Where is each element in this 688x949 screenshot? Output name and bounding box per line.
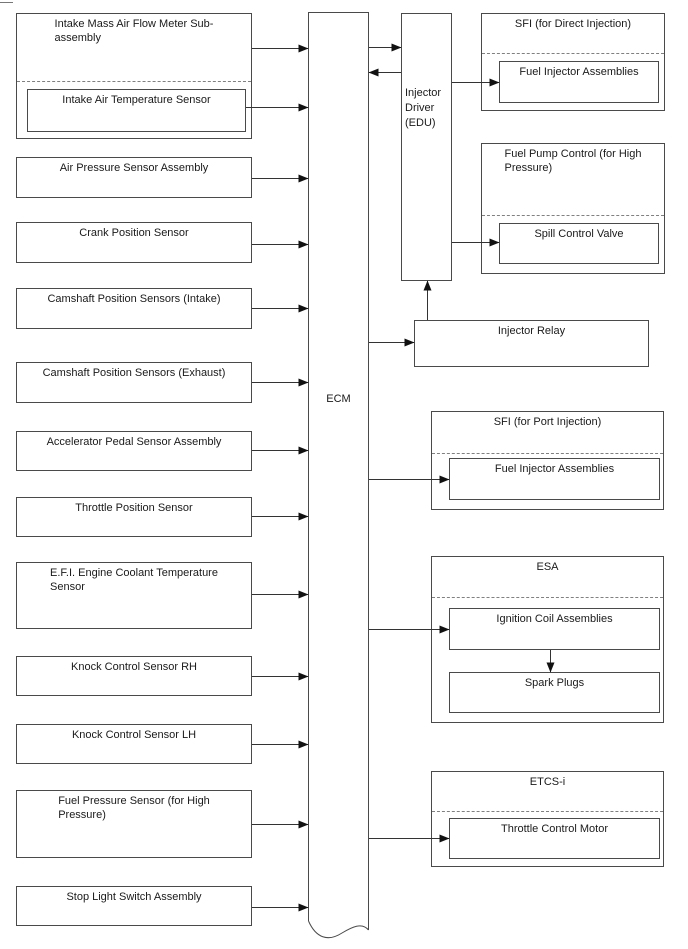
injector-driver-edu-label: Injector Driver (EDU) xyxy=(405,87,442,129)
dashed-divider xyxy=(432,597,663,598)
output-box-spark-plugs: Spark Plugs xyxy=(449,672,660,713)
output-box-sfi-direct: SFI (for Direct Injection) Fuel Injector… xyxy=(481,13,665,111)
output-label-fuel-injector-assemblies-direct: Fuel Injector Assemblies xyxy=(519,66,639,78)
output-label-spill-control-valve: Spill Control Valve xyxy=(534,228,624,240)
output-box-injector-relay: Injector Relay xyxy=(414,320,649,367)
input-label-intake-air-temp-sensor: Intake Air Temperature Sensor xyxy=(62,94,211,106)
output-label-fuel-injector-assemblies-port: Fuel Injector Assemblies xyxy=(494,463,615,475)
output-box-fuel-pump-control: Fuel Pump Control (for High Pressure) Sp… xyxy=(481,143,665,274)
input-label-throttle-position-sensor: Throttle Position Sensor xyxy=(75,502,193,514)
input-label-air-pressure-sensor: Air Pressure Sensor Assembly xyxy=(59,162,209,174)
input-box-efi-coolant-temp: E.F.I. Engine Coolant Temperature Sensor xyxy=(16,562,252,629)
input-label-intake-maf: Intake Mass Air Flow Meter Sub- assembly xyxy=(54,18,214,44)
input-box-knock-sensor-rh: Knock Control Sensor RH xyxy=(16,656,252,696)
output-box-sfi-port: SFI (for Port Injection) Fuel Injector A… xyxy=(431,411,664,510)
input-box-intake-air-temp-sensor: Intake Air Temperature Sensor xyxy=(27,89,246,132)
input-box-intake-maf: Intake Mass Air Flow Meter Sub- assembly… xyxy=(16,13,252,139)
injector-driver-edu-box xyxy=(401,13,452,281)
output-title-esa: ESA xyxy=(536,561,559,573)
input-box-camshaft-intake: Camshaft Position Sensors (Intake) xyxy=(16,288,252,329)
output-box-fuel-injector-assemblies-port: Fuel Injector Assemblies xyxy=(449,458,660,500)
input-box-air-pressure-sensor: Air Pressure Sensor Assembly xyxy=(16,157,252,198)
output-box-etcs-i: ETCS-i Throttle Control Motor xyxy=(431,771,664,867)
output-title-sfi-port: SFI (for Port Injection) xyxy=(493,416,602,428)
input-label-efi-coolant-temp: E.F.I. Engine Coolant Temperature Sensor xyxy=(50,567,218,593)
input-label-crank-position-sensor: Crank Position Sensor xyxy=(79,227,189,239)
output-box-spill-control-valve: Spill Control Valve xyxy=(499,223,659,264)
output-box-fuel-injector-assemblies-direct: Fuel Injector Assemblies xyxy=(499,61,659,103)
input-box-knock-sensor-lh: Knock Control Sensor LH xyxy=(16,724,252,764)
ecm-column-outline xyxy=(308,12,369,939)
input-label-fuel-pressure-sensor: Fuel Pressure Sensor (for High Pressure) xyxy=(58,795,210,821)
input-box-throttle-position-sensor: Throttle Position Sensor xyxy=(16,497,252,537)
input-label-camshaft-exhaust: Camshaft Position Sensors (Exhaust) xyxy=(42,367,226,379)
input-box-camshaft-exhaust: Camshaft Position Sensors (Exhaust) xyxy=(16,362,252,403)
output-label-spark-plugs: Spark Plugs xyxy=(524,677,585,689)
output-title-injector-relay: Injector Relay xyxy=(497,325,566,337)
output-label-ignition-coil-assemblies: Ignition Coil Assemblies xyxy=(496,613,613,625)
output-box-throttle-control-motor: Throttle Control Motor xyxy=(449,818,660,859)
output-title-etcs-i: ETCS-i xyxy=(529,776,566,788)
input-label-camshaft-intake: Camshaft Position Sensors (Intake) xyxy=(47,293,221,305)
output-box-ignition-coil-assemblies: Ignition Coil Assemblies xyxy=(449,608,660,650)
output-label-throttle-control-motor: Throttle Control Motor xyxy=(501,823,608,835)
input-label-accelerator-pedal: Accelerator Pedal Sensor Assembly xyxy=(46,436,222,448)
input-box-stop-light-switch: Stop Light Switch Assembly xyxy=(16,886,252,926)
output-title-sfi-direct: SFI (for Direct Injection) xyxy=(514,18,632,30)
dashed-divider xyxy=(432,453,663,454)
input-box-accelerator-pedal: Accelerator Pedal Sensor Assembly xyxy=(16,431,252,471)
output-title-fuel-pump-control: Fuel Pump Control (for High Pressure) xyxy=(504,148,642,174)
dashed-divider xyxy=(432,811,663,812)
ecm-block-label: ECM xyxy=(326,393,351,405)
output-box-esa: ESA Ignition Coil Assemblies Spark Plugs xyxy=(431,556,664,723)
input-box-fuel-pressure-sensor: Fuel Pressure Sensor (for High Pressure) xyxy=(16,790,252,858)
dashed-divider xyxy=(482,215,664,216)
input-label-stop-light-switch: Stop Light Switch Assembly xyxy=(66,891,202,903)
input-label-knock-sensor-lh: Knock Control Sensor LH xyxy=(71,729,197,741)
dashed-divider xyxy=(482,53,664,54)
input-label-knock-sensor-rh: Knock Control Sensor RH xyxy=(71,661,197,673)
input-box-crank-position-sensor: Crank Position Sensor xyxy=(16,222,252,263)
dashed-divider xyxy=(17,81,251,82)
